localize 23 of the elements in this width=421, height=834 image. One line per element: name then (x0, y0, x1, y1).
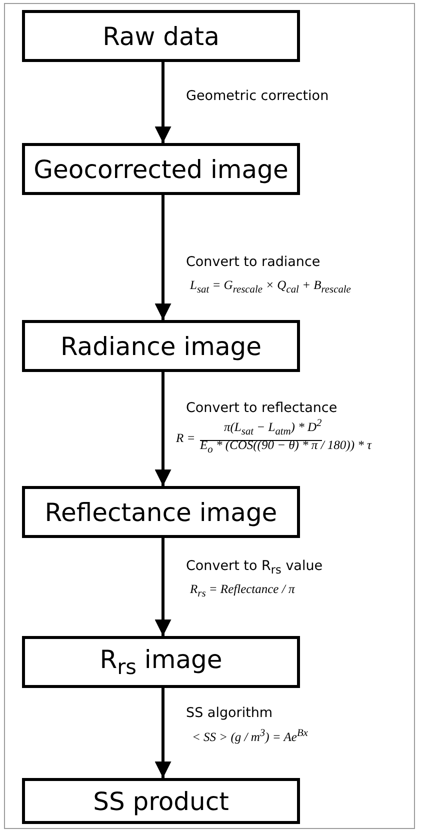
box-label: SS product (93, 786, 229, 816)
box-label: Reflectance image (44, 498, 278, 526)
box-label: Radiance image (60, 332, 262, 360)
process-box (22, 486, 300, 538)
box-label: Raw data (102, 22, 220, 50)
process-box (22, 636, 300, 688)
process-box (22, 778, 300, 824)
arrow (154, 538, 172, 636)
formula: < SS > (g / m$^{3}$) = Ae$^{Bx}$ (192, 728, 308, 746)
formula: π(L$_{sat}$ − L$_{atm}$) * D$^{2}$ (200, 418, 322, 442)
arrow (154, 688, 172, 778)
process-box (22, 320, 300, 372)
arrow (154, 372, 172, 486)
formula: L$_{sat}$ = G$_{rescale}$ × Q$_{cal}$ + B$_{rescale}$ (190, 278, 351, 297)
box-label: Geocorrected image (34, 154, 288, 184)
edge-label: SS algorithm (186, 705, 273, 722)
process-box (22, 10, 300, 62)
arrow (154, 62, 172, 143)
process-box (22, 143, 300, 195)
box-label: R$_{rs}$ image (100, 645, 222, 679)
formula: R = (176, 431, 196, 446)
arrow (154, 195, 172, 320)
formula: R$_{rs}$ = Reflectance / π (190, 582, 295, 601)
